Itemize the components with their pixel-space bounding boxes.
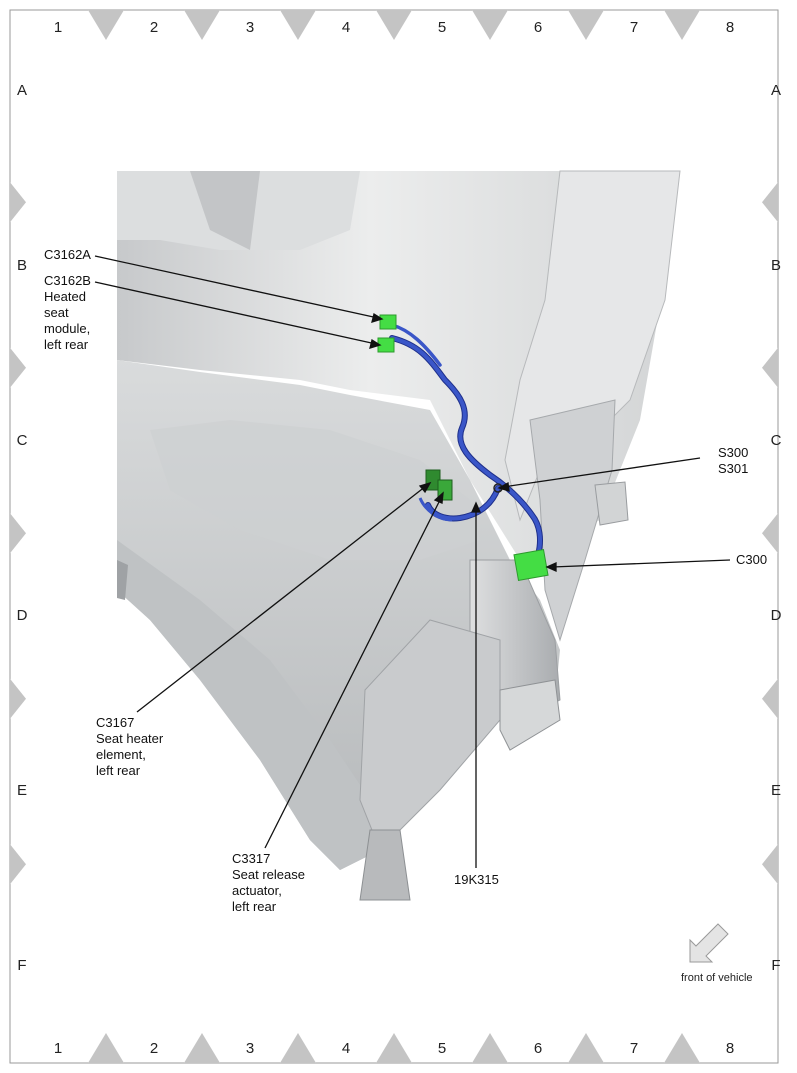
harness-main-branch — [390, 336, 542, 557]
callout-c3167: C3167 Seat heater element, left rear — [96, 715, 167, 778]
callout-c300: C300 — [736, 552, 767, 567]
grid-column-label: 2 — [150, 19, 158, 36]
grid-tick-top — [472, 10, 508, 40]
grid-tick-right — [762, 347, 778, 388]
seat-leg — [359, 829, 411, 901]
grid-column-label: 6 — [534, 1040, 542, 1057]
grid-tick-bottom — [664, 1033, 700, 1063]
grid-column-label: 5 — [438, 1040, 446, 1057]
grid-column-label: 1 — [54, 19, 62, 36]
grid-column-label: 8 — [726, 1040, 734, 1057]
grid-row-label: D — [771, 607, 782, 624]
grid-tick-bottom — [472, 1033, 508, 1063]
callout-c3162a: C3162A — [44, 247, 91, 262]
seat-illustration — [117, 170, 681, 901]
grid-column-label: 5 — [438, 19, 446, 36]
grid-tick-top — [88, 10, 124, 40]
connector-c300 — [513, 549, 549, 581]
grid-row-label: F — [771, 957, 780, 974]
grid-tick-bottom — [376, 1033, 412, 1063]
front-of-vehicle-indicator: front of vehicle — [681, 923, 753, 984]
grid-row-label: B — [771, 257, 781, 274]
grid-tick-top — [184, 10, 220, 40]
grid-row-label: F — [17, 957, 26, 974]
grid-tick-right — [762, 678, 778, 719]
grid-row-label: B — [17, 257, 27, 274]
grid-tick-bottom — [88, 1033, 124, 1063]
grid-tick-bottom — [568, 1033, 604, 1063]
grid-row-label: C — [17, 432, 28, 449]
grid-tick-right — [762, 844, 778, 885]
grid-column-label: 7 — [630, 1040, 638, 1057]
grid-tick-top — [568, 10, 604, 40]
grid-row-label: C — [771, 432, 782, 449]
grid-column-label: 7 — [630, 19, 638, 36]
grid-column-label: 3 — [246, 19, 254, 36]
grid-tick-right — [762, 513, 778, 554]
grid-row-label: E — [771, 782, 781, 799]
callout-s300-s301: S300 S301 — [718, 445, 752, 476]
grid-row-label: D — [17, 607, 28, 624]
grid-tick-left — [10, 182, 26, 223]
grid-tick-bottom — [280, 1033, 316, 1063]
grid-row-label: A — [17, 82, 27, 99]
grid-column-label: 2 — [150, 1040, 158, 1057]
callout-19k315: 19K315 — [454, 872, 499, 887]
grid-column-label: 1 — [54, 1040, 62, 1057]
grid-tick-right — [762, 182, 778, 223]
arrow-down-left-icon — [689, 923, 729, 963]
grid-tick-left — [10, 347, 26, 388]
grid-row-label: E — [17, 782, 27, 799]
grid-column-label: 3 — [246, 1040, 254, 1057]
connector-c3162a — [379, 314, 397, 330]
grid-column-label: 4 — [342, 19, 350, 36]
grid-tick-top — [376, 10, 412, 40]
connectors — [377, 314, 549, 581]
callout-c3317: C3317 Seat release actuator, left rear — [232, 851, 309, 914]
grid-column-label: 8 — [726, 19, 734, 36]
grid-tick-top — [664, 10, 700, 40]
front-of-vehicle-label: front of vehicle — [681, 972, 753, 984]
grid-tick-top — [280, 10, 316, 40]
grid-tick-bottom — [184, 1033, 220, 1063]
grid-tick-left — [10, 513, 26, 554]
leader-lines — [94, 255, 731, 868]
grid-column-label: 6 — [534, 19, 542, 36]
grid-tick-left — [10, 678, 26, 719]
grid-column-label: 4 — [342, 1040, 350, 1057]
callout-c3162b: C3162B Heated seat module, left rear — [44, 273, 95, 352]
grid-row-label: A — [771, 82, 781, 99]
grid-tick-left — [10, 844, 26, 885]
